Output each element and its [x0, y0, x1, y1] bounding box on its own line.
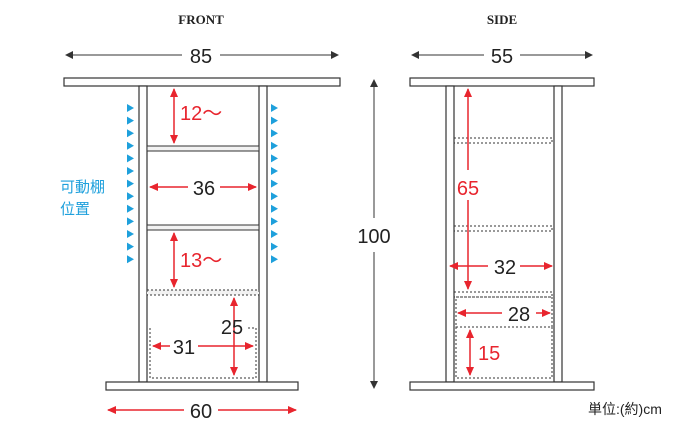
adjustable-shelf-marker-right — [271, 129, 278, 138]
front-drawer-height-label: 25 — [221, 317, 243, 339]
front-drawer-outline — [149, 327, 257, 379]
adjustable-shelf-marker-right — [271, 141, 278, 150]
adjustable-shelf-marker-left — [127, 192, 134, 201]
front-left-panel — [138, 85, 148, 383]
adjustable-shelf-marker-right — [271, 217, 278, 226]
side-shelf-2 — [453, 225, 553, 232]
front-heading: FRONT — [178, 12, 224, 27]
adjustable-shelf-marker-right — [271, 167, 278, 175]
adjustable-shelf-marker-right — [271, 116, 278, 125]
adjustable-shelf-marker-left — [127, 167, 134, 175]
adjustable-shelf-marker-right — [271, 230, 278, 238]
front-base-width-dimension: 60 — [107, 401, 297, 423]
adjustable-shelf-marker-left — [127, 154, 134, 163]
side-shelf-1 — [453, 137, 553, 144]
adjustable-shelf-marker-left — [127, 179, 134, 188]
adjustable-shelf-marker-right — [271, 192, 278, 201]
side-top-board — [409, 77, 595, 87]
front-view: FRONT 85 60 12〜 36 — [60, 12, 341, 423]
side-inner-height-label: 65 — [457, 178, 479, 200]
adjustable-shelf-marker-left — [127, 255, 134, 264]
front-base-width-label: 60 — [190, 401, 212, 423]
adjustable-shelf-marker-left — [127, 230, 134, 238]
adjustable-shelf-marker-left — [127, 141, 134, 150]
side-drawer-height-label: 15 — [478, 343, 500, 365]
side-front-panel — [553, 85, 563, 383]
adjustable-shelf-marker-right — [271, 154, 278, 163]
adjustable-shelf-marker-left — [127, 242, 134, 251]
side-back-panel — [445, 85, 455, 383]
adjustable-shelf-markers-right — [271, 104, 278, 264]
adjustable-shelf-marker-left — [127, 129, 134, 138]
front-right-panel — [258, 85, 268, 383]
front-drawer-width-label: 31 — [173, 337, 195, 359]
overall-height-dimension: 100 — [357, 79, 391, 389]
side-view: SIDE 55 65 32 28 — [409, 12, 595, 391]
adjustable-shelf-marker-right — [271, 242, 278, 251]
side-shelf-3 — [453, 291, 553, 298]
unit-note: 単位:(約)cm — [588, 401, 662, 417]
front-shelf1-height-label: 12〜 — [180, 103, 222, 125]
side-drawer-front — [455, 296, 553, 328]
side-drawer-box — [455, 326, 553, 379]
front-inner-width-label: 36 — [193, 178, 215, 200]
front-base-board — [105, 381, 299, 391]
front-shelf-2 — [146, 224, 260, 231]
adjustable-shelf-marker-right — [271, 204, 278, 213]
adjustable-shelf-label-line1: 可動棚 — [60, 179, 105, 196]
adjustable-shelf-marker-left — [127, 217, 134, 226]
adjustable-shelf-marker-right — [271, 255, 278, 264]
front-shelf2-height-label: 13〜 — [180, 250, 222, 272]
side-base-board — [409, 381, 595, 391]
adjustable-shelf-marker-left — [127, 204, 134, 213]
side-heading: SIDE — [487, 12, 517, 27]
front-shelf-3 — [146, 289, 260, 296]
side-top-depth-dimension: 55 — [411, 46, 593, 68]
adjustable-shelf-marker-left — [127, 116, 134, 125]
side-drawer-depth-label: 28 — [508, 304, 530, 326]
side-inner-depth-label: 32 — [494, 257, 516, 279]
adjustable-shelf-marker-right — [271, 104, 278, 112]
adjustable-shelf-marker-left — [127, 104, 134, 112]
overall-height-label: 100 — [357, 226, 390, 248]
front-top-width-dimension: 85 — [65, 46, 339, 68]
adjustable-shelf-markers-left — [127, 104, 134, 264]
front-shelf-1 — [146, 145, 260, 152]
front-top-width-label: 85 — [190, 46, 212, 68]
adjustable-shelf-marker-right — [271, 179, 278, 188]
front-top-board — [63, 77, 341, 87]
adjustable-shelf-label-line2: 位置 — [60, 201, 90, 218]
side-top-depth-label: 55 — [491, 46, 513, 68]
